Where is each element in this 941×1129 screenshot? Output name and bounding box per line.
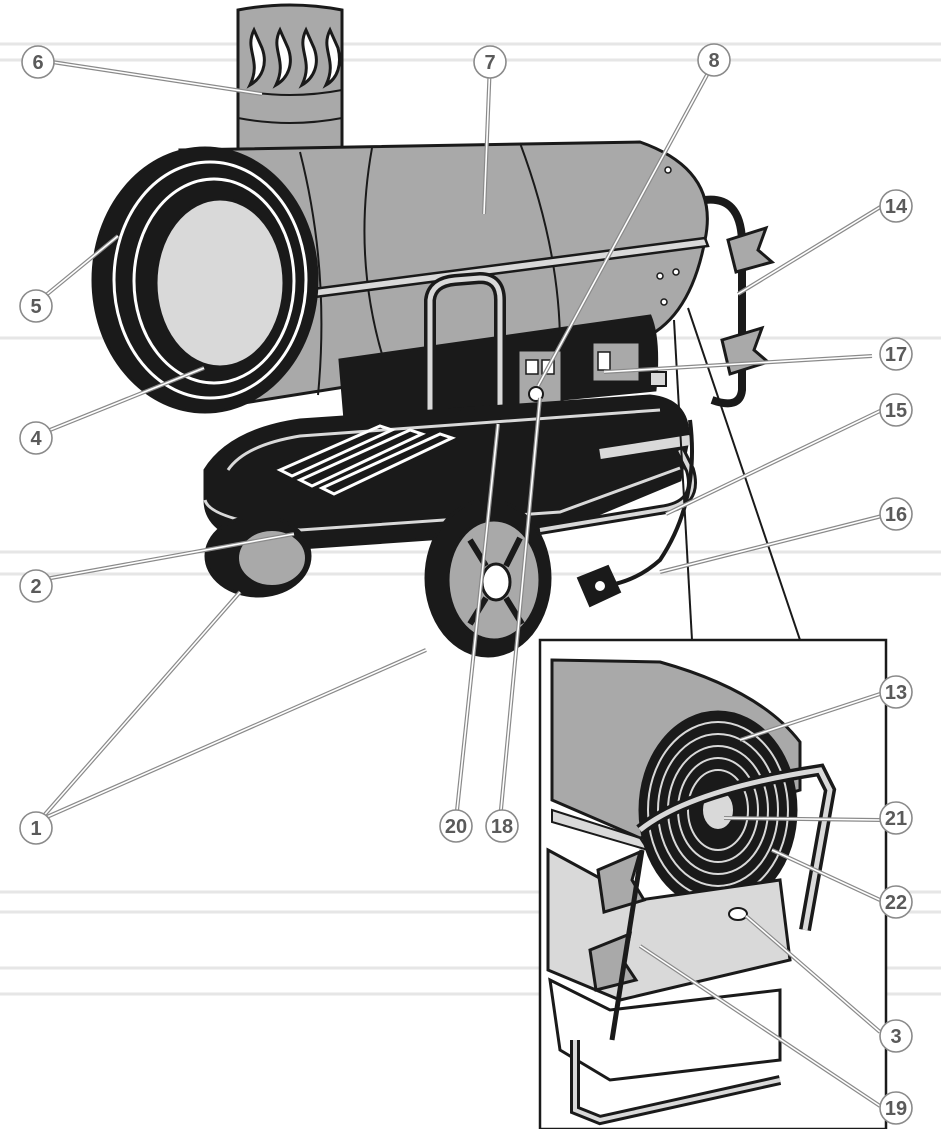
svg-text:18: 18 bbox=[491, 816, 513, 838]
svg-text:22: 22 bbox=[885, 892, 907, 914]
svg-text:16: 16 bbox=[885, 504, 907, 526]
cable-hooks bbox=[704, 195, 776, 408]
svg-text:20: 20 bbox=[445, 816, 467, 838]
svg-text:13: 13 bbox=[885, 682, 907, 704]
svg-text:21: 21 bbox=[885, 808, 907, 830]
svg-text:14: 14 bbox=[885, 196, 908, 218]
heater-illustration bbox=[91, 3, 776, 658]
svg-text:19: 19 bbox=[885, 1098, 907, 1120]
power-cord bbox=[576, 419, 694, 608]
svg-text:17: 17 bbox=[885, 344, 907, 366]
svg-text:4: 4 bbox=[30, 428, 42, 450]
front-grille-opening bbox=[91, 146, 319, 414]
callout-14: 14 bbox=[879, 189, 913, 223]
svg-text:5: 5 bbox=[30, 296, 41, 318]
callout-leaders bbox=[38, 60, 884, 1108]
callout-7: 7 bbox=[473, 45, 507, 79]
callout-16: 16 bbox=[879, 497, 913, 531]
svg-text:2: 2 bbox=[30, 576, 41, 598]
svg-text:3: 3 bbox=[890, 1026, 901, 1048]
svg-text:7: 7 bbox=[484, 52, 495, 74]
callout-21: 21 bbox=[879, 801, 913, 835]
svg-text:8: 8 bbox=[708, 50, 719, 72]
callout-20: 20 bbox=[439, 809, 473, 843]
svg-text:15: 15 bbox=[885, 400, 907, 422]
inset-detail-view bbox=[538, 307, 888, 1129]
callout-15: 15 bbox=[879, 393, 913, 427]
callout-22: 22 bbox=[879, 885, 913, 919]
callout-4: 4 bbox=[19, 421, 53, 455]
callout-2: 2 bbox=[19, 569, 53, 603]
rear-wheel bbox=[204, 514, 312, 598]
callout-5: 5 bbox=[19, 289, 53, 323]
callout-3: 3 bbox=[879, 1019, 913, 1053]
svg-text:6: 6 bbox=[32, 52, 43, 74]
callout-18: 18 bbox=[485, 809, 519, 843]
exhaust-chimney bbox=[236, 3, 344, 167]
callout-6: 6 bbox=[21, 45, 55, 79]
carry-handle bbox=[424, 271, 506, 500]
svg-text:1: 1 bbox=[30, 818, 41, 840]
callout-17: 17 bbox=[879, 337, 913, 371]
callout-1: 1 bbox=[19, 811, 53, 845]
callout-8: 8 bbox=[697, 43, 731, 77]
callout-13: 13 bbox=[879, 675, 913, 709]
callout-19: 19 bbox=[879, 1091, 913, 1125]
